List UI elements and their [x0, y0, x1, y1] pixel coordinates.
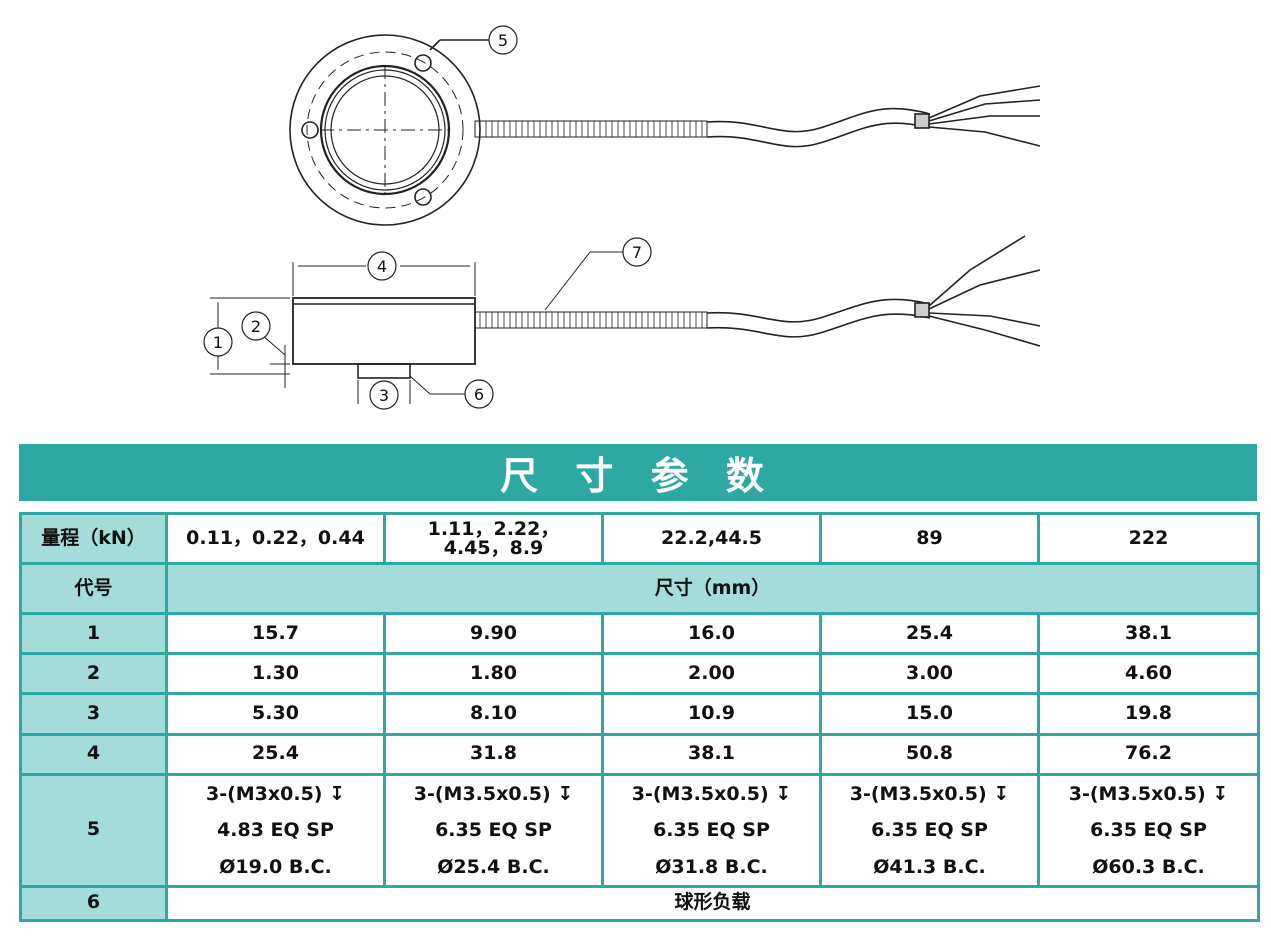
thread-spec: 3-(M3.5x0.5) ↧ — [631, 782, 792, 805]
load-cell-drawing: 5 4 7 1 2 3 6 — [203, 25, 1041, 410]
unit-label: 尺寸（mm） — [165, 562, 1260, 616]
spacing-spec: 6.35 EQ SP — [435, 819, 552, 842]
row-code: 6 — [19, 884, 168, 923]
spacing-spec: 4.83 EQ SP — [217, 819, 334, 842]
table-cell: 76.2 — [1037, 732, 1260, 776]
table-cell: 15.7 — [165, 612, 386, 656]
table-cell: 3-(M3.5x0.5) ↧ 6.35 EQ SP Ø41.3 B.C. — [819, 772, 1040, 888]
table-cell: 16.0 — [601, 612, 822, 656]
row-code: 4 — [19, 732, 168, 776]
bolt-circle-spec: Ø25.4 B.C. — [437, 855, 550, 878]
callout-3 — [369, 380, 399, 410]
range-cell: 89 — [819, 511, 1040, 566]
dimension-table: 量程（kN） 0.11，0.22，0.44 1.11，2.22， 4.45，8.… — [19, 511, 1260, 923]
callout-1-label: 1 — [213, 333, 223, 352]
table-cell: 3-(M3.5x0.5) ↧ 6.35 EQ SP Ø60.3 B.C. — [1037, 772, 1260, 888]
table-cell: 2.00 — [601, 652, 822, 696]
table-cell: 3-(M3.5x0.5) ↧ 6.35 EQ SP Ø31.8 B.C. — [601, 772, 822, 888]
table-cell: 1.80 — [383, 652, 604, 696]
table-cell: 19.8 — [1037, 692, 1260, 736]
range-row: 量程（kN） 0.11，0.22，0.44 1.11，2.22， 4.45，8.… — [19, 511, 1260, 566]
table-row: 5 3-(M3x0.5) ↧ 4.83 EQ SP Ø19.0 B.C. 3-(… — [19, 772, 1260, 888]
table-row: 6 球形负载 — [19, 884, 1260, 923]
table-row: 1 15.7 9.90 16.0 25.4 38.1 — [19, 612, 1260, 656]
thread-spec: 3-(M3.5x0.5) ↧ — [849, 782, 1010, 805]
table-row: 4 25.4 31.8 38.1 50.8 76.2 — [19, 732, 1260, 776]
section-title-banner: 尺 寸 参 数 — [19, 444, 1257, 501]
callout-5 — [488, 25, 518, 55]
range-cell: 22.2,44.5 — [601, 511, 822, 566]
table-cell: 3-(M3x0.5) ↧ 4.83 EQ SP Ø19.0 B.C. — [165, 772, 386, 888]
section-title: 尺 寸 参 数 — [500, 454, 776, 498]
row-code: 3 — [19, 692, 168, 736]
table-cell: 50.8 — [819, 732, 1040, 776]
row-code: 1 — [19, 612, 168, 656]
spacing-spec: 6.35 EQ SP — [653, 819, 770, 842]
range-cell: 0.11，0.22，0.44 — [165, 511, 386, 566]
table-cell: 38.1 — [601, 732, 822, 776]
bolt-circle-spec: Ø31.8 B.C. — [655, 855, 768, 878]
callout-7 — [622, 237, 652, 267]
table-cell: 38.1 — [1037, 612, 1260, 656]
code-label: 代号 — [19, 562, 168, 616]
bolt-circle-spec: Ø19.0 B.C. — [219, 855, 332, 878]
range-cell: 1.11，2.22， 4.45，8.9 — [383, 511, 604, 566]
range-label: 量程（kN） — [19, 511, 168, 566]
callout-4 — [367, 251, 397, 281]
table-cell: 球形负载 — [165, 884, 1260, 923]
table-cell: 8.10 — [383, 692, 604, 736]
range-cell-text: 1.11，2.22， 4.45，8.9 — [427, 517, 560, 559]
callout-7-label: 7 — [632, 243, 642, 262]
table-cell: 25.4 — [165, 732, 386, 776]
callout-2-label: 2 — [251, 317, 261, 336]
table-cell: 1.30 — [165, 652, 386, 696]
callout-4-label: 4 — [377, 257, 387, 276]
table-cell: 3.00 — [819, 652, 1040, 696]
table-cell: 31.8 — [383, 732, 604, 776]
row-code: 5 — [19, 772, 168, 888]
table-cell: 10.9 — [601, 692, 822, 736]
range-cell: 222 — [1037, 511, 1260, 566]
callout-6 — [464, 379, 494, 409]
table-cell: 4.60 — [1037, 652, 1260, 696]
row-code: 2 — [19, 652, 168, 696]
table-row: 3 5.30 8.10 10.9 15.0 19.8 — [19, 692, 1260, 736]
callout-2 — [241, 311, 271, 341]
bolt-circle-spec: Ø41.3 B.C. — [873, 855, 986, 878]
thread-spec: 3-(M3x0.5) ↧ — [205, 782, 346, 805]
table-row: 2 1.30 1.80 2.00 3.00 4.60 — [19, 652, 1260, 696]
table-cell: 5.30 — [165, 692, 386, 736]
unit-row: 代号 尺寸（mm） — [19, 562, 1260, 616]
table-cell: 9.90 — [383, 612, 604, 656]
thread-spec: 3-(M3.5x0.5) ↧ — [1068, 782, 1229, 805]
table-cell: 3-(M3.5x0.5) ↧ 6.35 EQ SP Ø25.4 B.C. — [383, 772, 604, 888]
thread-spec: 3-(M3.5x0.5) ↧ — [413, 782, 574, 805]
spacing-spec: 6.35 EQ SP — [871, 819, 988, 842]
bolt-circle-spec: Ø60.3 B.C. — [1092, 855, 1205, 878]
callout-6-label: 6 — [474, 385, 484, 404]
table-cell: 25.4 — [819, 612, 1040, 656]
callout-5-label: 5 — [498, 31, 508, 50]
callout-3-label: 3 — [379, 386, 389, 405]
callout-1 — [203, 327, 233, 357]
table-cell: 15.0 — [819, 692, 1040, 736]
spacing-spec: 6.35 EQ SP — [1090, 819, 1207, 842]
